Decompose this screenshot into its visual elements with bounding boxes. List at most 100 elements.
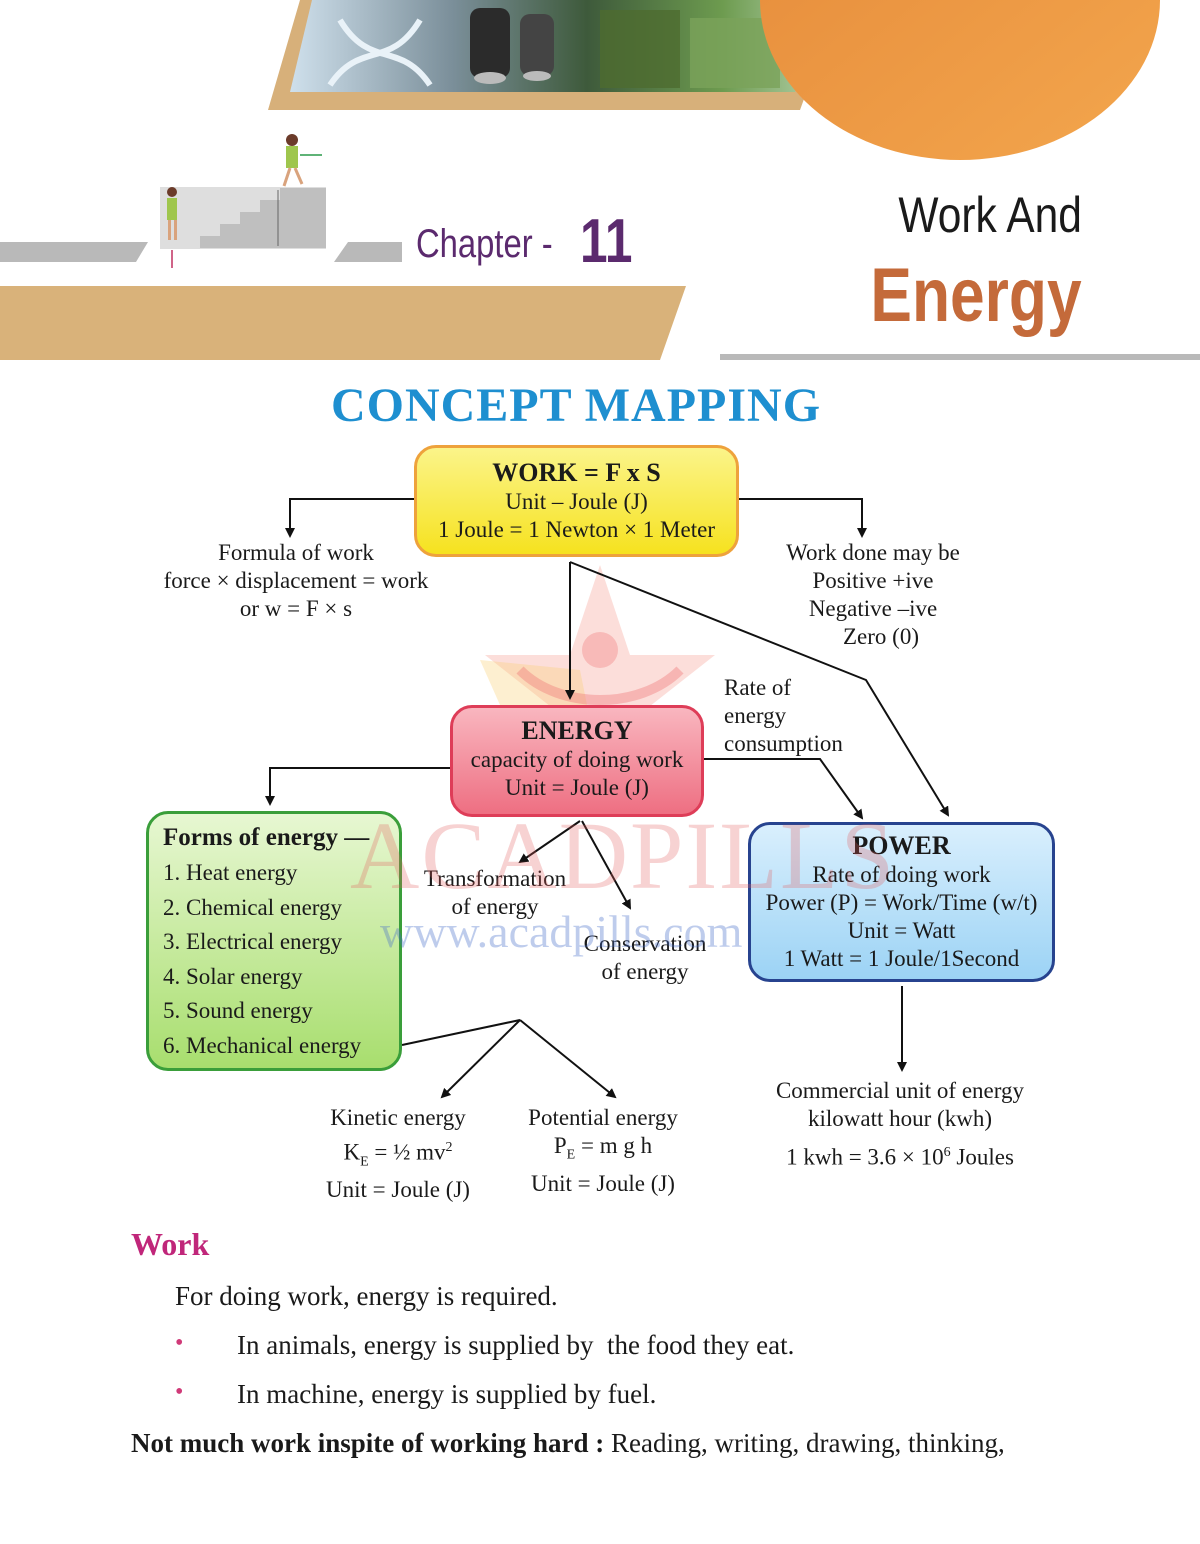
rate-of-energy-note: Rate of energy consumption — [724, 674, 874, 758]
potential-formula: PE = m g h — [512, 1132, 694, 1170]
kinetic-formula-superscript: 2 — [445, 1140, 453, 1155]
forms-item: 4. Solar energy — [163, 963, 303, 989]
kinetic-title: Kinetic energy — [330, 1105, 466, 1130]
energy-box-unit: Unit = Joule (J) — [505, 775, 649, 800]
power-box: POWER Rate of doing work Power (P) = Wor… — [748, 822, 1055, 982]
rate-line1: Rate of — [724, 675, 792, 700]
power-box-title: POWER — [852, 831, 951, 860]
girl-at-top-icon — [282, 134, 304, 187]
chapter-number: 11 — [580, 207, 633, 276]
commercial-line3-unit: Joules — [950, 1144, 1014, 1170]
connector-energy-transformation — [518, 820, 581, 864]
not-much-work-bold: Not much work inspite of working hard : — [131, 1428, 605, 1458]
transformation-line2: of energy — [451, 894, 539, 919]
bullet-dot-icon: • — [175, 1379, 184, 1405]
forms-item: 2. Chemical energy — [163, 894, 343, 920]
watermark-url-text: www.acadpills.com — [380, 906, 743, 957]
power-box-formula: Power (P) = Work/Time (w/t) — [765, 890, 1038, 915]
connector-work-workdone — [739, 498, 867, 538]
work-box-unit: Unit – Joule (J) — [505, 489, 648, 514]
commercial-unit-note: Commercial unit of energy kilowatt hour … — [750, 1077, 1050, 1172]
conservation-line2: of energy — [601, 959, 689, 984]
work-done-line4: Zero (0) — [843, 624, 919, 649]
bullet-text: In machine, energy is supplied by fuel. — [237, 1379, 657, 1409]
power-box-unit: Unit = Watt — [847, 918, 956, 943]
kinetic-energy-note: Kinetic energy KE = ½ mv2 Unit = Joule (… — [312, 1104, 484, 1204]
transformation-line1: Transformation — [423, 866, 567, 891]
bullet-text: In animals, energy is supplied by the fo… — [237, 1330, 795, 1360]
forms-item: 5. Sound energy — [163, 998, 313, 1023]
forms-item: 3. Electrical energy — [163, 929, 343, 954]
formula-line3: or w = F × s — [239, 596, 353, 621]
work-done-line3: Negative –ive — [808, 596, 938, 621]
concept-mapping-heading: CONCEPT MAPPING — [330, 379, 822, 432]
connector-energy-power — [704, 758, 864, 820]
chapter-label: Chapter - — [416, 222, 553, 266]
microscope-icon — [470, 8, 554, 84]
grey-stripe-mid — [334, 242, 402, 262]
forms-box-title: Forms of energy — — [163, 824, 370, 851]
conservation-of-energy-note: Conservation of energy — [570, 930, 720, 986]
plant-photo — [600, 10, 680, 88]
not-much-work-paragraph: Not much work inspite of working hard : … — [131, 1426, 1005, 1460]
formula-line2: force × displacement = work — [163, 568, 429, 593]
potential-energy-note: Potential energy PE = m g h Unit = Joule… — [512, 1104, 694, 1198]
commercial-line3-exponent: 6 — [943, 1145, 951, 1160]
connector-branch-kinetic — [440, 1019, 521, 1099]
work-intro-paragraph: For doing work, energy is required. — [175, 1281, 558, 1311]
power-box-definition: Rate of doing work — [812, 862, 991, 887]
potential-formula-expression: = m g h — [575, 1133, 653, 1158]
formula-of-work-note: Formula of work force × displacement = w… — [140, 539, 452, 623]
forms-item: 1. Heat energy — [163, 860, 298, 885]
conservation-line1: Conservation — [583, 931, 707, 956]
energy-box: ENERGY capacity of doing work Unit = Jou… — [450, 705, 704, 817]
watermark-brand-text: ACADPILLS — [350, 802, 897, 909]
connector-energy-forms — [265, 767, 450, 806]
rate-line2: energy — [724, 703, 787, 728]
work-box-title: WORK = F x S — [492, 458, 661, 487]
work-done-line2: Positive +ive — [812, 568, 934, 593]
potential-title: Potential energy — [528, 1105, 678, 1130]
dna-helix-icon — [327, 18, 433, 87]
potential-formula-symbol: P — [553, 1133, 567, 1158]
kinetic-formula-symbol: K — [343, 1139, 361, 1165]
girl-at-bottom-icon — [167, 187, 177, 240]
commercial-line3-value: 1 kwh = 3.6 × 10 — [786, 1144, 944, 1170]
energy-box-definition: capacity of doing work — [470, 747, 684, 772]
kinetic-unit: Unit = Joule (J) — [326, 1177, 470, 1203]
connector-work-formula — [285, 498, 414, 538]
orange-circle-decoration — [760, 0, 1160, 160]
potential-formula-subscript: E — [566, 1147, 576, 1163]
formula-line1: Formula of work — [218, 540, 374, 565]
kinetic-formula-expression: = ½ mv — [368, 1139, 446, 1165]
work-box-definition: 1 Joule = 1 Newton × 1 Meter — [438, 517, 715, 542]
chapter-header-artwork — [0, 0, 1200, 360]
grey-rule-right — [720, 354, 1200, 360]
commercial-line2: kilowatt hour (kwh) — [808, 1106, 992, 1131]
connector-work-power — [569, 561, 950, 817]
rate-line3: consumption — [724, 731, 843, 756]
chapter-title-line1: Work And — [898, 187, 1082, 243]
work-done-line1: Work done may be — [786, 540, 960, 565]
transformation-of-energy-note: Transformation of energy — [410, 865, 580, 921]
potential-unit: Unit = Joule (J) — [531, 1170, 675, 1196]
not-much-work-rest: Reading, writing, drawing, thinking, — [604, 1428, 1005, 1458]
power-box-watt-definition: 1 Watt = 1 Joule/1Second — [783, 946, 1020, 971]
chapter-title-line2: Energy — [870, 253, 1082, 338]
connector-branch-potential — [519, 1019, 617, 1099]
kinetic-formula: KE = ½ mv2 — [312, 1134, 484, 1176]
work-box: WORK = F x S Unit – Joule (J) 1 Joule = … — [414, 445, 739, 557]
work-done-note: Work done may be Positive +ive Negative … — [760, 539, 986, 651]
staircase-illustration — [160, 134, 326, 268]
section-heading-work: Work — [131, 1226, 210, 1262]
forms-item: 6. Mechanical energy — [163, 1032, 362, 1058]
energy-box-title: ENERGY — [521, 716, 633, 745]
commercial-line1: Commercial unit of energy — [775, 1078, 1025, 1103]
kinetic-formula-subscript: E — [360, 1154, 369, 1170]
grey-stripe-left — [0, 242, 148, 262]
commercial-line3: 1 kwh = 3.6 × 106 Joules — [750, 1139, 1050, 1172]
connector-forms-branch — [401, 1019, 521, 1046]
science-photo-strip — [268, 0, 840, 110]
forms-of-energy-box: Forms of energy — 1. Heat energy 2. Chem… — [146, 811, 402, 1071]
